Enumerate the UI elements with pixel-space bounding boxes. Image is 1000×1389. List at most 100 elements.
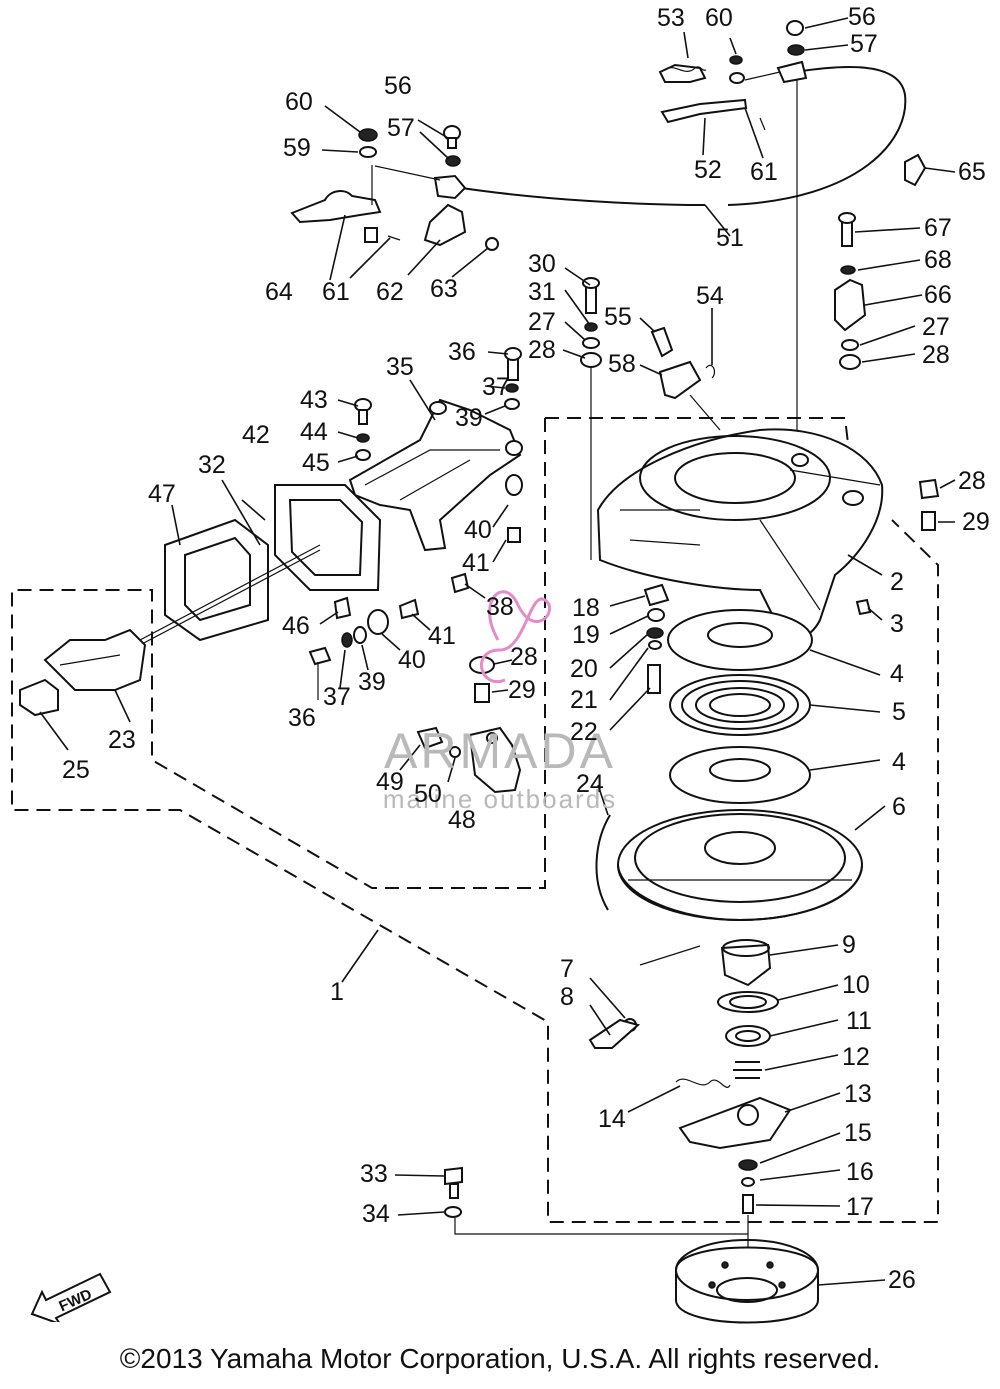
- callout-label: 4: [892, 748, 906, 776]
- callout-label: 54: [696, 282, 724, 310]
- callout-label: 11: [846, 1007, 872, 1035]
- part-drum: [394, 1166, 886, 1324]
- callout-label: 27: [922, 313, 950, 341]
- callout-label: 23: [108, 726, 136, 754]
- callout-label: 3: [890, 610, 904, 638]
- callout-label: 7: [560, 955, 574, 983]
- callout-label: 48: [448, 806, 476, 834]
- callout-label: 5: [892, 698, 906, 726]
- callout-label: 58: [608, 350, 636, 378]
- callout-label: 1: [330, 978, 344, 1006]
- part-cam-group: [562, 267, 721, 560]
- callout-label: 21: [570, 686, 598, 714]
- part-upper-right-linkage: [658, 17, 956, 440]
- callout-label: 2: [890, 568, 904, 596]
- callout-label: 53: [657, 4, 685, 32]
- callout-label: 29: [962, 508, 990, 536]
- callout-label: 60: [285, 88, 313, 116]
- callout-label: 9: [842, 931, 856, 959]
- callout-label: 57: [387, 114, 415, 142]
- callout-label: 36: [448, 338, 476, 366]
- part-ratchet-stack: [588, 939, 841, 1290]
- callout-label: 37: [323, 683, 351, 711]
- part-throttle-cable: [454, 66, 907, 237]
- callout-label: 40: [398, 646, 426, 674]
- callout-label: 12: [842, 1043, 870, 1071]
- watermark-brand: ARMADA: [384, 723, 616, 779]
- callout-label: 46: [282, 612, 310, 640]
- callout-label: 38: [486, 593, 514, 621]
- watermark-tagline: marine outboards: [383, 784, 617, 814]
- callout-label: 56: [384, 72, 412, 100]
- callout-label: 10: [842, 971, 870, 999]
- callout-label: 50: [414, 780, 442, 808]
- callout-label: 41: [462, 549, 490, 577]
- callout-labels: 1 2 3 4 4 5 6 7 8 9 10 11 12 13 14 15 16…: [62, 3, 990, 1294]
- copyright-notice: ©2013 Yamaha Motor Corporation, U.S.A. A…: [119, 1343, 881, 1374]
- callout-label: 40: [464, 516, 492, 544]
- callout-label: 42: [242, 421, 270, 449]
- callout-label: 61: [750, 158, 778, 186]
- assembly-boundary-lines: [11, 417, 939, 1223]
- forward-label: FWD: [56, 1286, 94, 1315]
- callout-label: 68: [924, 246, 952, 274]
- part-starter-case: [596, 428, 884, 640]
- callout-label: 57: [850, 30, 878, 58]
- callout-label: 22: [570, 718, 598, 746]
- callout-label: 13: [844, 1080, 872, 1108]
- callout-label: 32: [198, 451, 226, 479]
- part-small-hardware: [308, 598, 431, 700]
- callout-label: 37: [482, 373, 510, 401]
- callout-label: 16: [846, 1158, 874, 1186]
- callout-label: 66: [924, 281, 952, 309]
- callout-label: 36: [288, 704, 316, 732]
- callout-label: 65: [958, 158, 986, 186]
- callout-label: 56: [848, 3, 876, 31]
- callout-label: 49: [376, 768, 404, 796]
- callout-label: 24: [576, 770, 604, 798]
- callout-label: 28: [922, 341, 950, 369]
- callout-label: 19: [572, 621, 600, 649]
- callout-label: 15: [844, 1119, 872, 1147]
- callout-label: 67: [924, 214, 952, 242]
- callout-label: 35: [386, 353, 414, 381]
- callout-label: 27: [528, 308, 556, 336]
- callout-label: 62: [376, 278, 404, 306]
- callout-label: 33: [360, 1160, 388, 1188]
- callout-label: 8: [560, 983, 574, 1011]
- callout-label: 34: [362, 1200, 390, 1228]
- callout-label: 61: [322, 278, 350, 306]
- callout-label: 26: [888, 1266, 916, 1294]
- part-handle-bracket: [319, 347, 523, 625]
- callout-label: 45: [302, 449, 330, 477]
- callout-label: 29: [508, 676, 536, 704]
- callout-label: 47: [148, 480, 176, 508]
- callout-label: 4: [890, 660, 904, 688]
- watermark: ARMADA marine outboards: [383, 590, 617, 814]
- part-rope-handle: [19, 479, 382, 751]
- callout-label: 28: [510, 643, 538, 671]
- callout-label: 30: [528, 250, 556, 278]
- callout-label: 39: [358, 668, 386, 696]
- part-upper-linkage: [290, 105, 499, 281]
- callout-label: 41: [428, 622, 456, 650]
- forward-direction-arrow: FWD: [28, 1262, 118, 1326]
- callout-label: 39: [455, 404, 483, 432]
- callout-label: 60: [705, 4, 733, 32]
- callout-label: 6: [892, 793, 906, 821]
- callout-label: 28: [958, 467, 986, 495]
- callout-label: 14: [598, 1105, 626, 1133]
- callout-label: 31: [528, 278, 556, 306]
- leader-1: [341, 929, 379, 983]
- part-reel-stack: [595, 609, 886, 922]
- callout-label: 63: [430, 275, 458, 303]
- callout-label: 52: [694, 156, 722, 184]
- callout-label: 20: [570, 655, 598, 683]
- callout-label: 51: [716, 224, 744, 252]
- callout-label: 64: [265, 278, 293, 306]
- part-shaft-stack: [609, 583, 670, 731]
- part-retainer: [399, 656, 522, 794]
- part-right-bracket: [834, 212, 956, 531]
- callout-label: 44: [300, 418, 328, 446]
